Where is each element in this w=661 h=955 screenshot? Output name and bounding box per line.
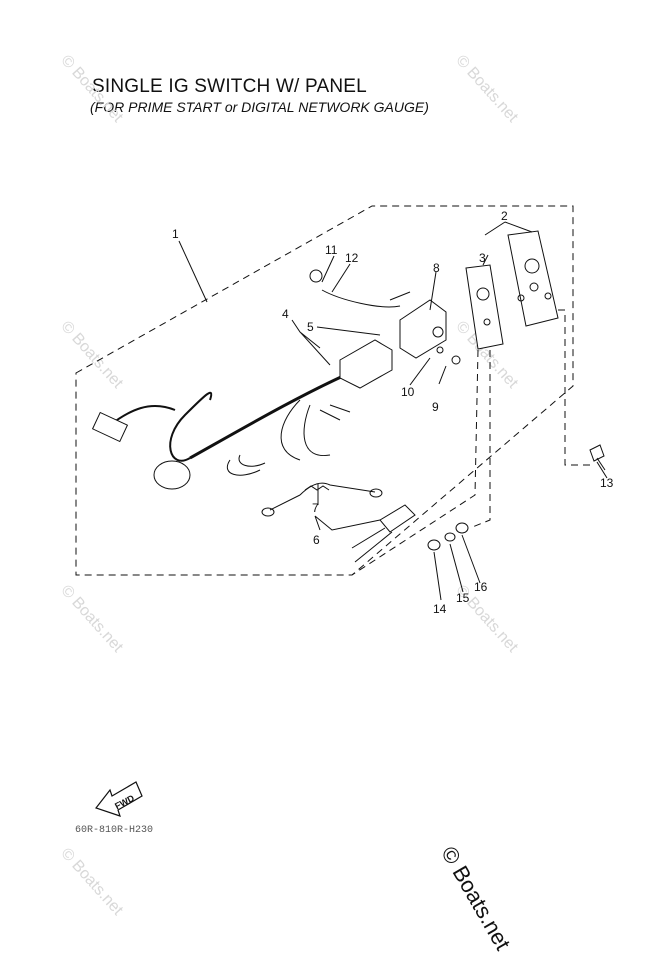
- bracket-8: [399, 299, 447, 359]
- callout-2: 2: [501, 209, 508, 223]
- assembly-boundary: [75, 205, 574, 576]
- callout-9: 9: [432, 400, 439, 414]
- callout-8: 8: [433, 261, 440, 275]
- parts-diagram-page: SINGLE IG SWITCH W/ PANEL (FOR PRIME STA…: [57, 52, 614, 954]
- diagram-title: SINGLE IG SWITCH W/ PANEL: [92, 76, 367, 97]
- exploded-view-drawing: 1 2 3 4 5 6 7 8 9 10 11 12 13 14 15 16 F…: [75, 205, 614, 817]
- callout-3: 3: [479, 251, 486, 265]
- switch-body: [339, 339, 393, 389]
- washer-15: [444, 532, 456, 542]
- nut-11: [309, 269, 323, 283]
- callout-1: 1: [172, 227, 179, 241]
- callout-15: 15: [456, 591, 470, 605]
- nut-14: [427, 539, 441, 551]
- callout-6: 6: [313, 533, 320, 547]
- spring-lead-7: [269, 482, 376, 511]
- diagram-code: 60R-810R-H230: [75, 825, 154, 836]
- panel-plate-3: [465, 264, 504, 350]
- diagram-subtitle: (FOR PRIME START or DIGITAL NETWORK GAUG…: [90, 99, 429, 115]
- washer-16: [455, 522, 469, 534]
- callout-7: 7: [312, 501, 319, 515]
- panel-plate-2: [507, 230, 559, 327]
- callout-14: 14: [433, 602, 447, 616]
- ig-switch-6: [379, 504, 416, 533]
- callout-4: 4: [282, 307, 289, 321]
- callout-10: 10: [401, 385, 415, 399]
- screw-13: [589, 444, 605, 462]
- callout-13: 13: [600, 476, 614, 490]
- callout-16: 16: [474, 580, 488, 594]
- callout-11: 11: [325, 243, 338, 257]
- harness-cable: [189, 370, 353, 460]
- fwd-arrow-icon: FWD: [95, 781, 143, 817]
- connector-plug: [91, 411, 129, 443]
- callout-12: 12: [345, 251, 359, 265]
- grommet: [153, 460, 191, 490]
- callout-5: 5: [307, 320, 314, 334]
